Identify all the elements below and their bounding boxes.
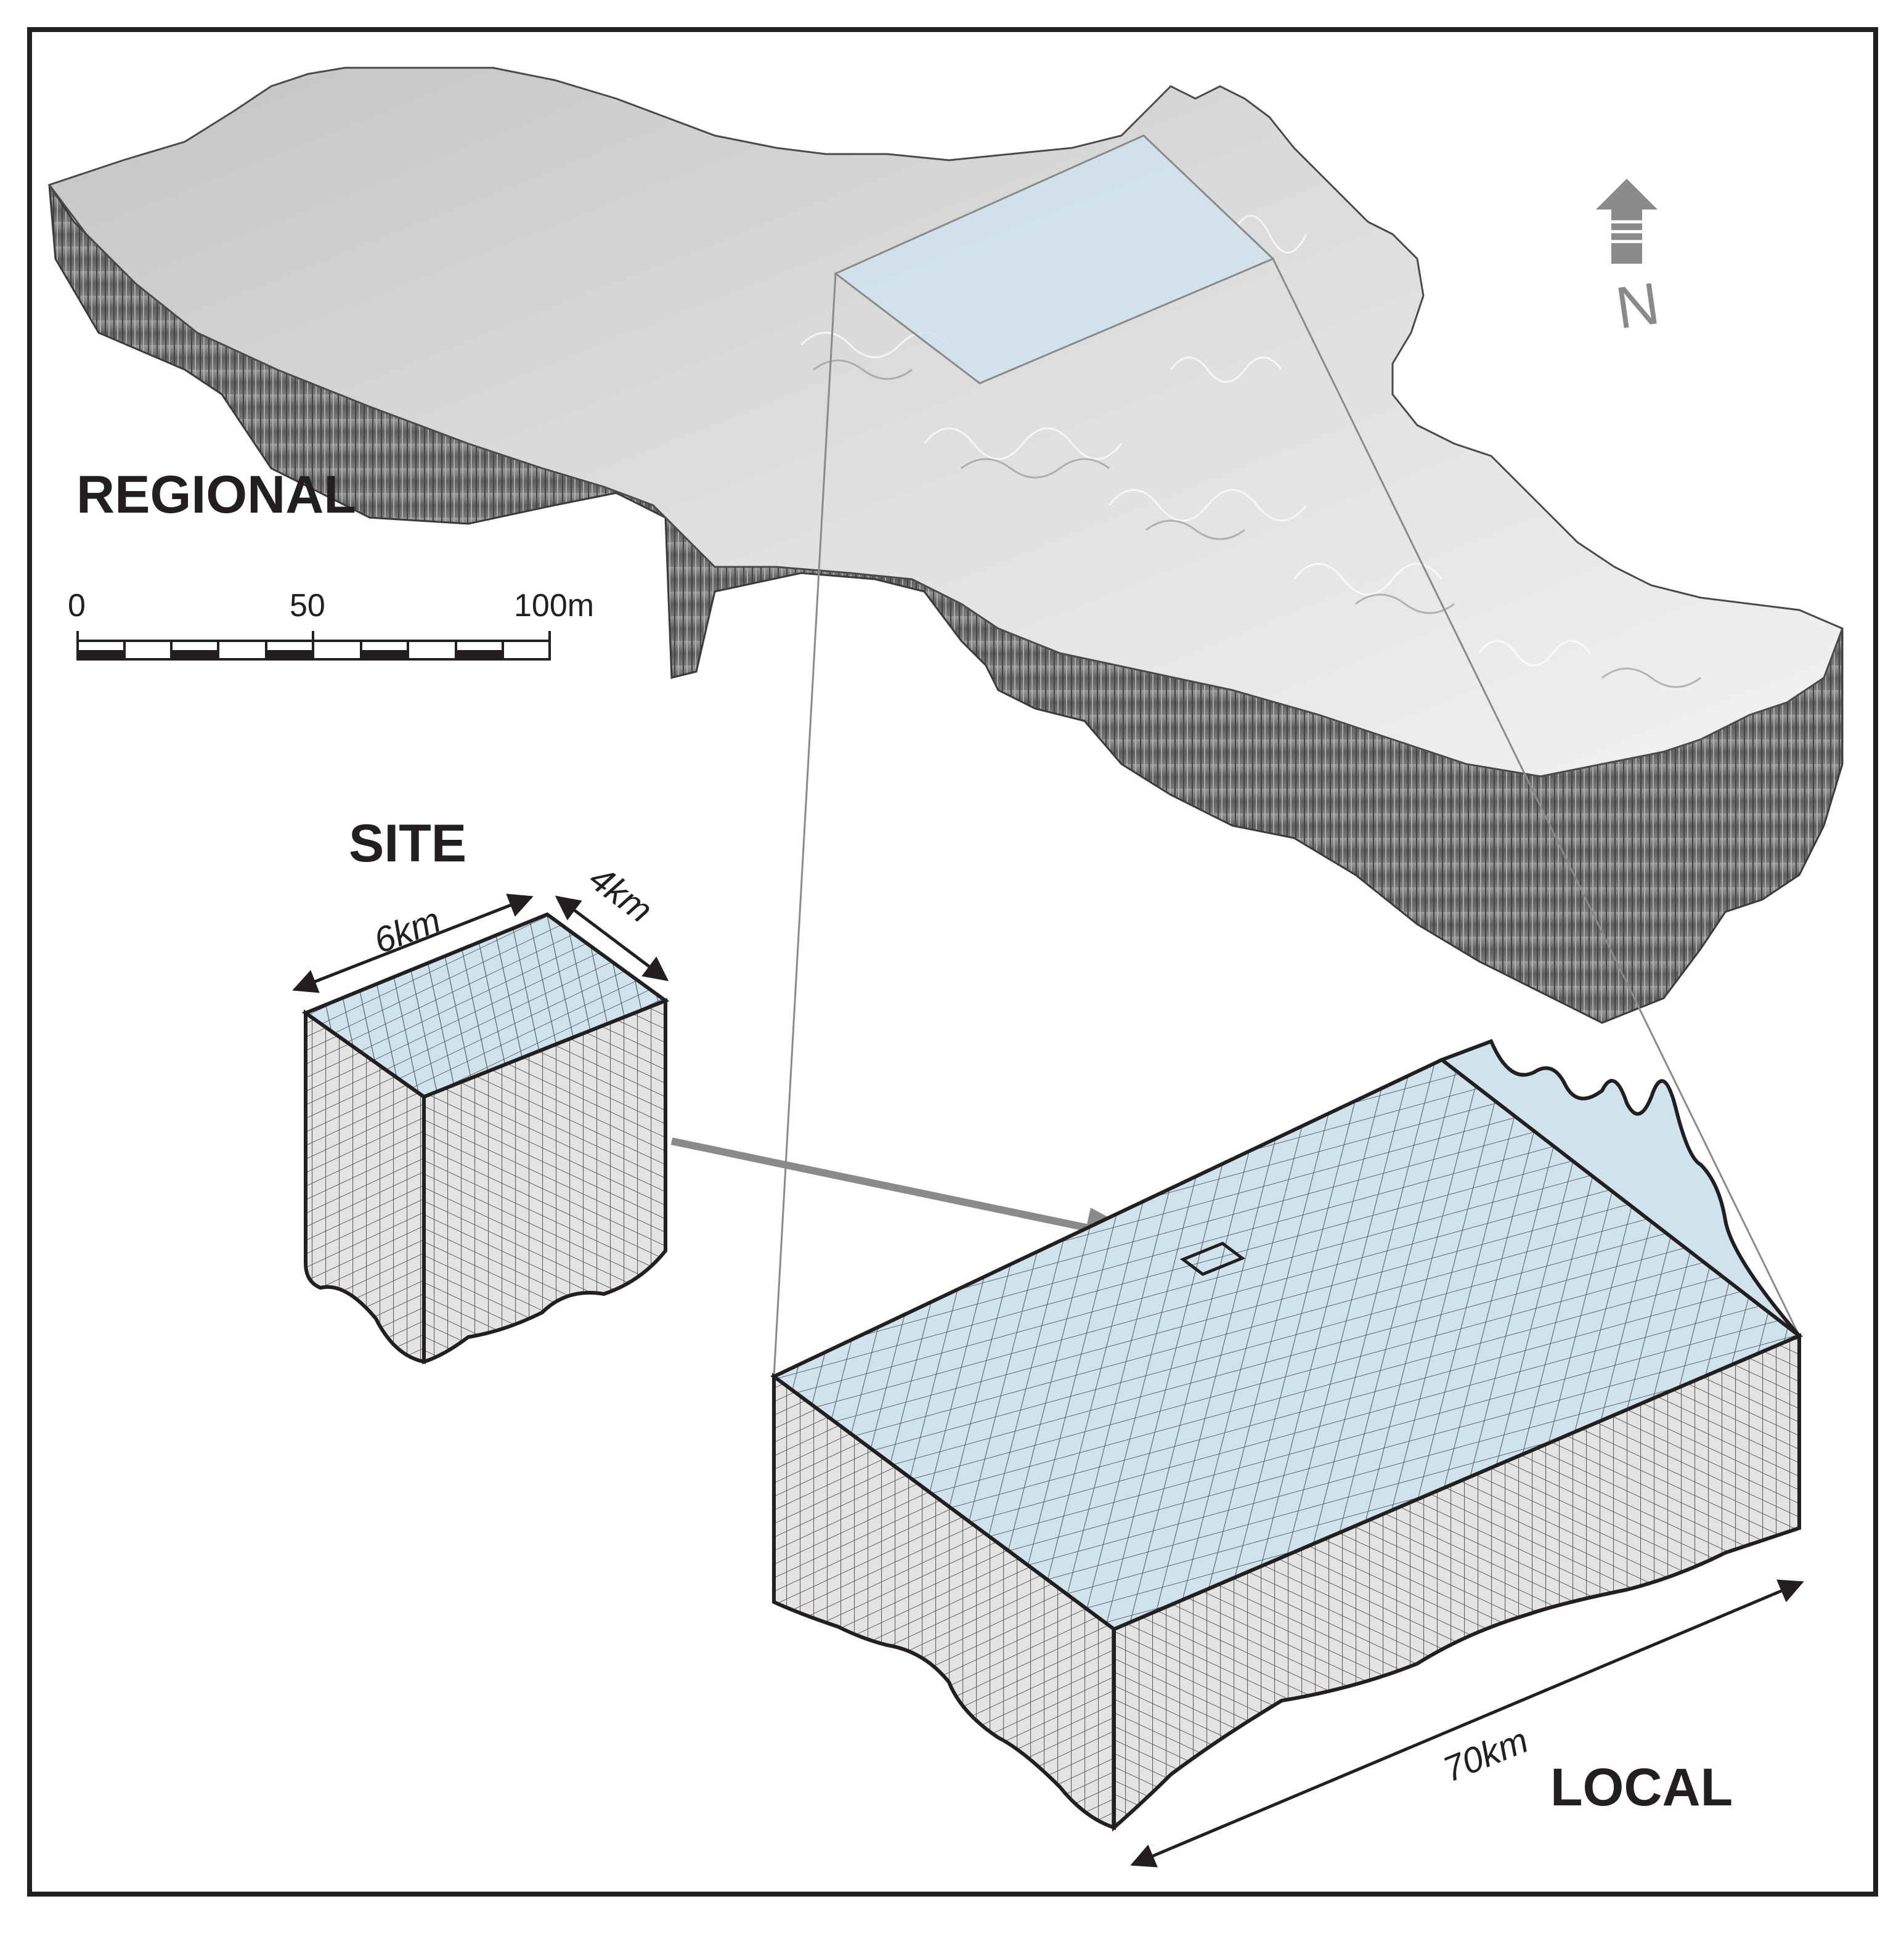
- north-label: N: [1612, 270, 1664, 342]
- zoom-line-right: [1272, 258, 1800, 1336]
- local-block: [770, 1039, 1803, 1832]
- regional-terrain: [47, 67, 1844, 1024]
- local-block-top-edge: [1438, 1039, 1801, 1338]
- regional-terrain-top: [47, 67, 1844, 778]
- regional-label: REGIONAL: [76, 465, 356, 524]
- regional-terrain-shadows: [813, 359, 1701, 688]
- north-arrow-icon: N: [1596, 179, 1663, 341]
- scale-tick-label-100: 100m: [514, 588, 594, 624]
- zoom-lines: [773, 258, 1800, 1377]
- zoom-line-left: [773, 273, 837, 1377]
- site-block-left-face: [304, 1009, 426, 1364]
- local-block-left-face: [772, 1373, 1116, 1831]
- scale-tick-label-0: 0: [68, 588, 86, 624]
- scale-tick-label-50: 50: [290, 588, 325, 624]
- site-footprint-marker: [1179, 1242, 1246, 1276]
- site-block-right-face: [422, 998, 667, 1365]
- site-width-label: 6km: [368, 900, 446, 961]
- site-depth-label: 4km: [582, 858, 660, 930]
- site-block: [301, 912, 670, 1365]
- local-block-top-face: [770, 1057, 1803, 1632]
- figure-frame: [27, 27, 1878, 1897]
- local-label: LOCAL: [1550, 1758, 1733, 1817]
- scale-bar: 0 50 100m: [68, 588, 594, 661]
- site-label: SITE: [349, 814, 466, 873]
